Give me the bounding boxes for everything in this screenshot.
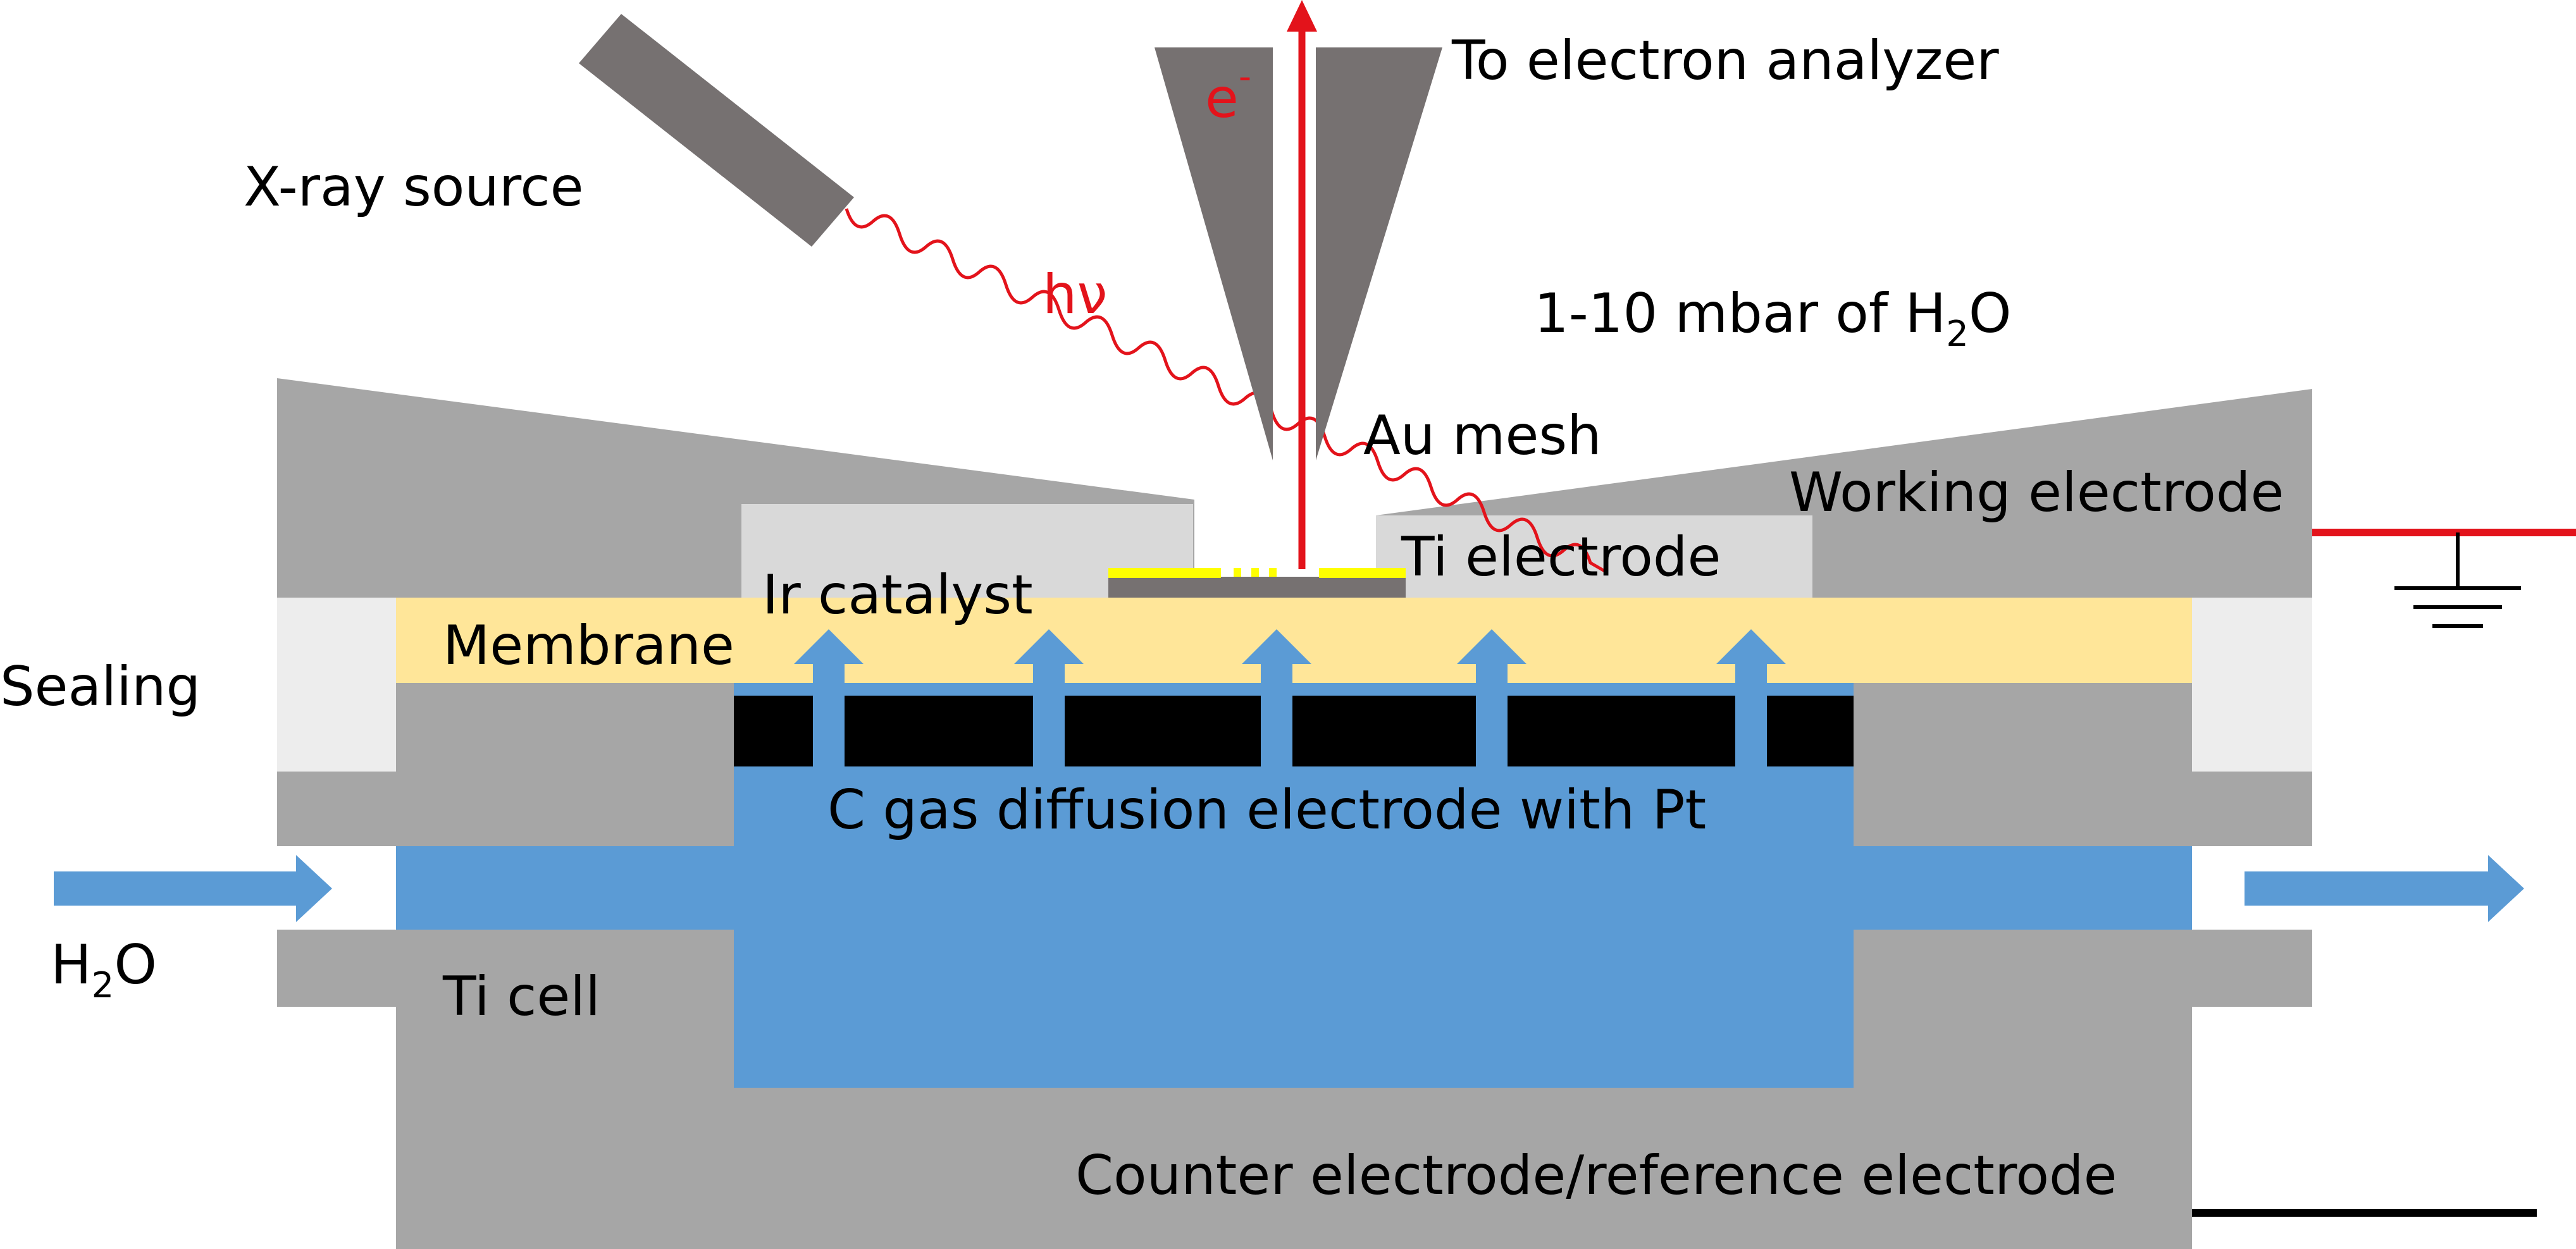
membrane-label: Membrane	[443, 614, 734, 677]
xray-source-label: X-ray source	[244, 156, 584, 219]
xray-source	[579, 14, 854, 247]
proton-arrows	[794, 629, 1786, 766]
water-prefix: H	[51, 933, 92, 997]
middle-frame-gap-left	[277, 683, 396, 772]
pressure-suffix: O	[1969, 282, 2012, 345]
up-arrow-3	[1242, 629, 1311, 766]
up-arrow-5	[1716, 629, 1786, 766]
electron-beam-arrowhead	[1287, 0, 1317, 32]
up-arrow-2	[1014, 629, 1084, 766]
analyzer-cone-right	[1316, 47, 1442, 460]
electron-charge: -	[1239, 56, 1251, 97]
au-mesh-segment-a	[1234, 568, 1241, 577]
up-arrow-1	[794, 629, 864, 766]
middle-frame-gap-right	[2192, 683, 2312, 772]
photon-wave	[845, 208, 1608, 574]
ti-electrode-label: Ti electrode	[1401, 526, 1721, 589]
water-inlet-arrow	[54, 855, 332, 922]
au-mesh-segment-right	[1319, 568, 1406, 578]
sealing-label: Sealing	[0, 655, 201, 718]
photon-label: hν	[1043, 263, 1108, 326]
membrane	[396, 598, 2192, 683]
pressure-prefix: 1-10 mbar of H	[1534, 282, 1946, 345]
pressure-subscript: 2	[1946, 314, 1969, 355]
au-mesh-segment-c	[1269, 568, 1277, 577]
analyzer-cone-left	[1155, 47, 1273, 460]
water-outlet-arrow	[2245, 855, 2524, 922]
au-mesh-segment-left	[1108, 568, 1221, 578]
ground-icon	[2394, 532, 2521, 628]
catalyst-substrate	[1108, 577, 1406, 598]
water-suffix: O	[114, 933, 157, 997]
gas-diffusion-layer	[734, 696, 1854, 766]
ir-catalyst-label: Ir catalyst	[762, 563, 1033, 627]
water-subscript: 2	[92, 965, 115, 1006]
working-electrode-label: Working electrode	[1789, 461, 2284, 524]
water-label: H2O	[51, 933, 157, 1006]
up-arrow-4	[1457, 629, 1526, 766]
electron-label: e-	[1205, 56, 1251, 130]
pressure-label: 1-10 mbar of H2O	[1534, 282, 2012, 355]
ti-cell-label: Ti cell	[442, 965, 600, 1028]
au-mesh-label: Au mesh	[1363, 404, 1602, 467]
electron-symbol: e	[1205, 67, 1239, 130]
counter-electrode-label: Counter electrode/reference electrode	[1075, 1144, 2117, 1207]
to-analyzer-label: To electron analyzer	[1451, 29, 1999, 92]
gde-label: C gas diffusion electrode with Pt	[827, 778, 1706, 842]
ti-electrode	[1376, 515, 1812, 598]
au-mesh-segment-b	[1251, 568, 1259, 577]
